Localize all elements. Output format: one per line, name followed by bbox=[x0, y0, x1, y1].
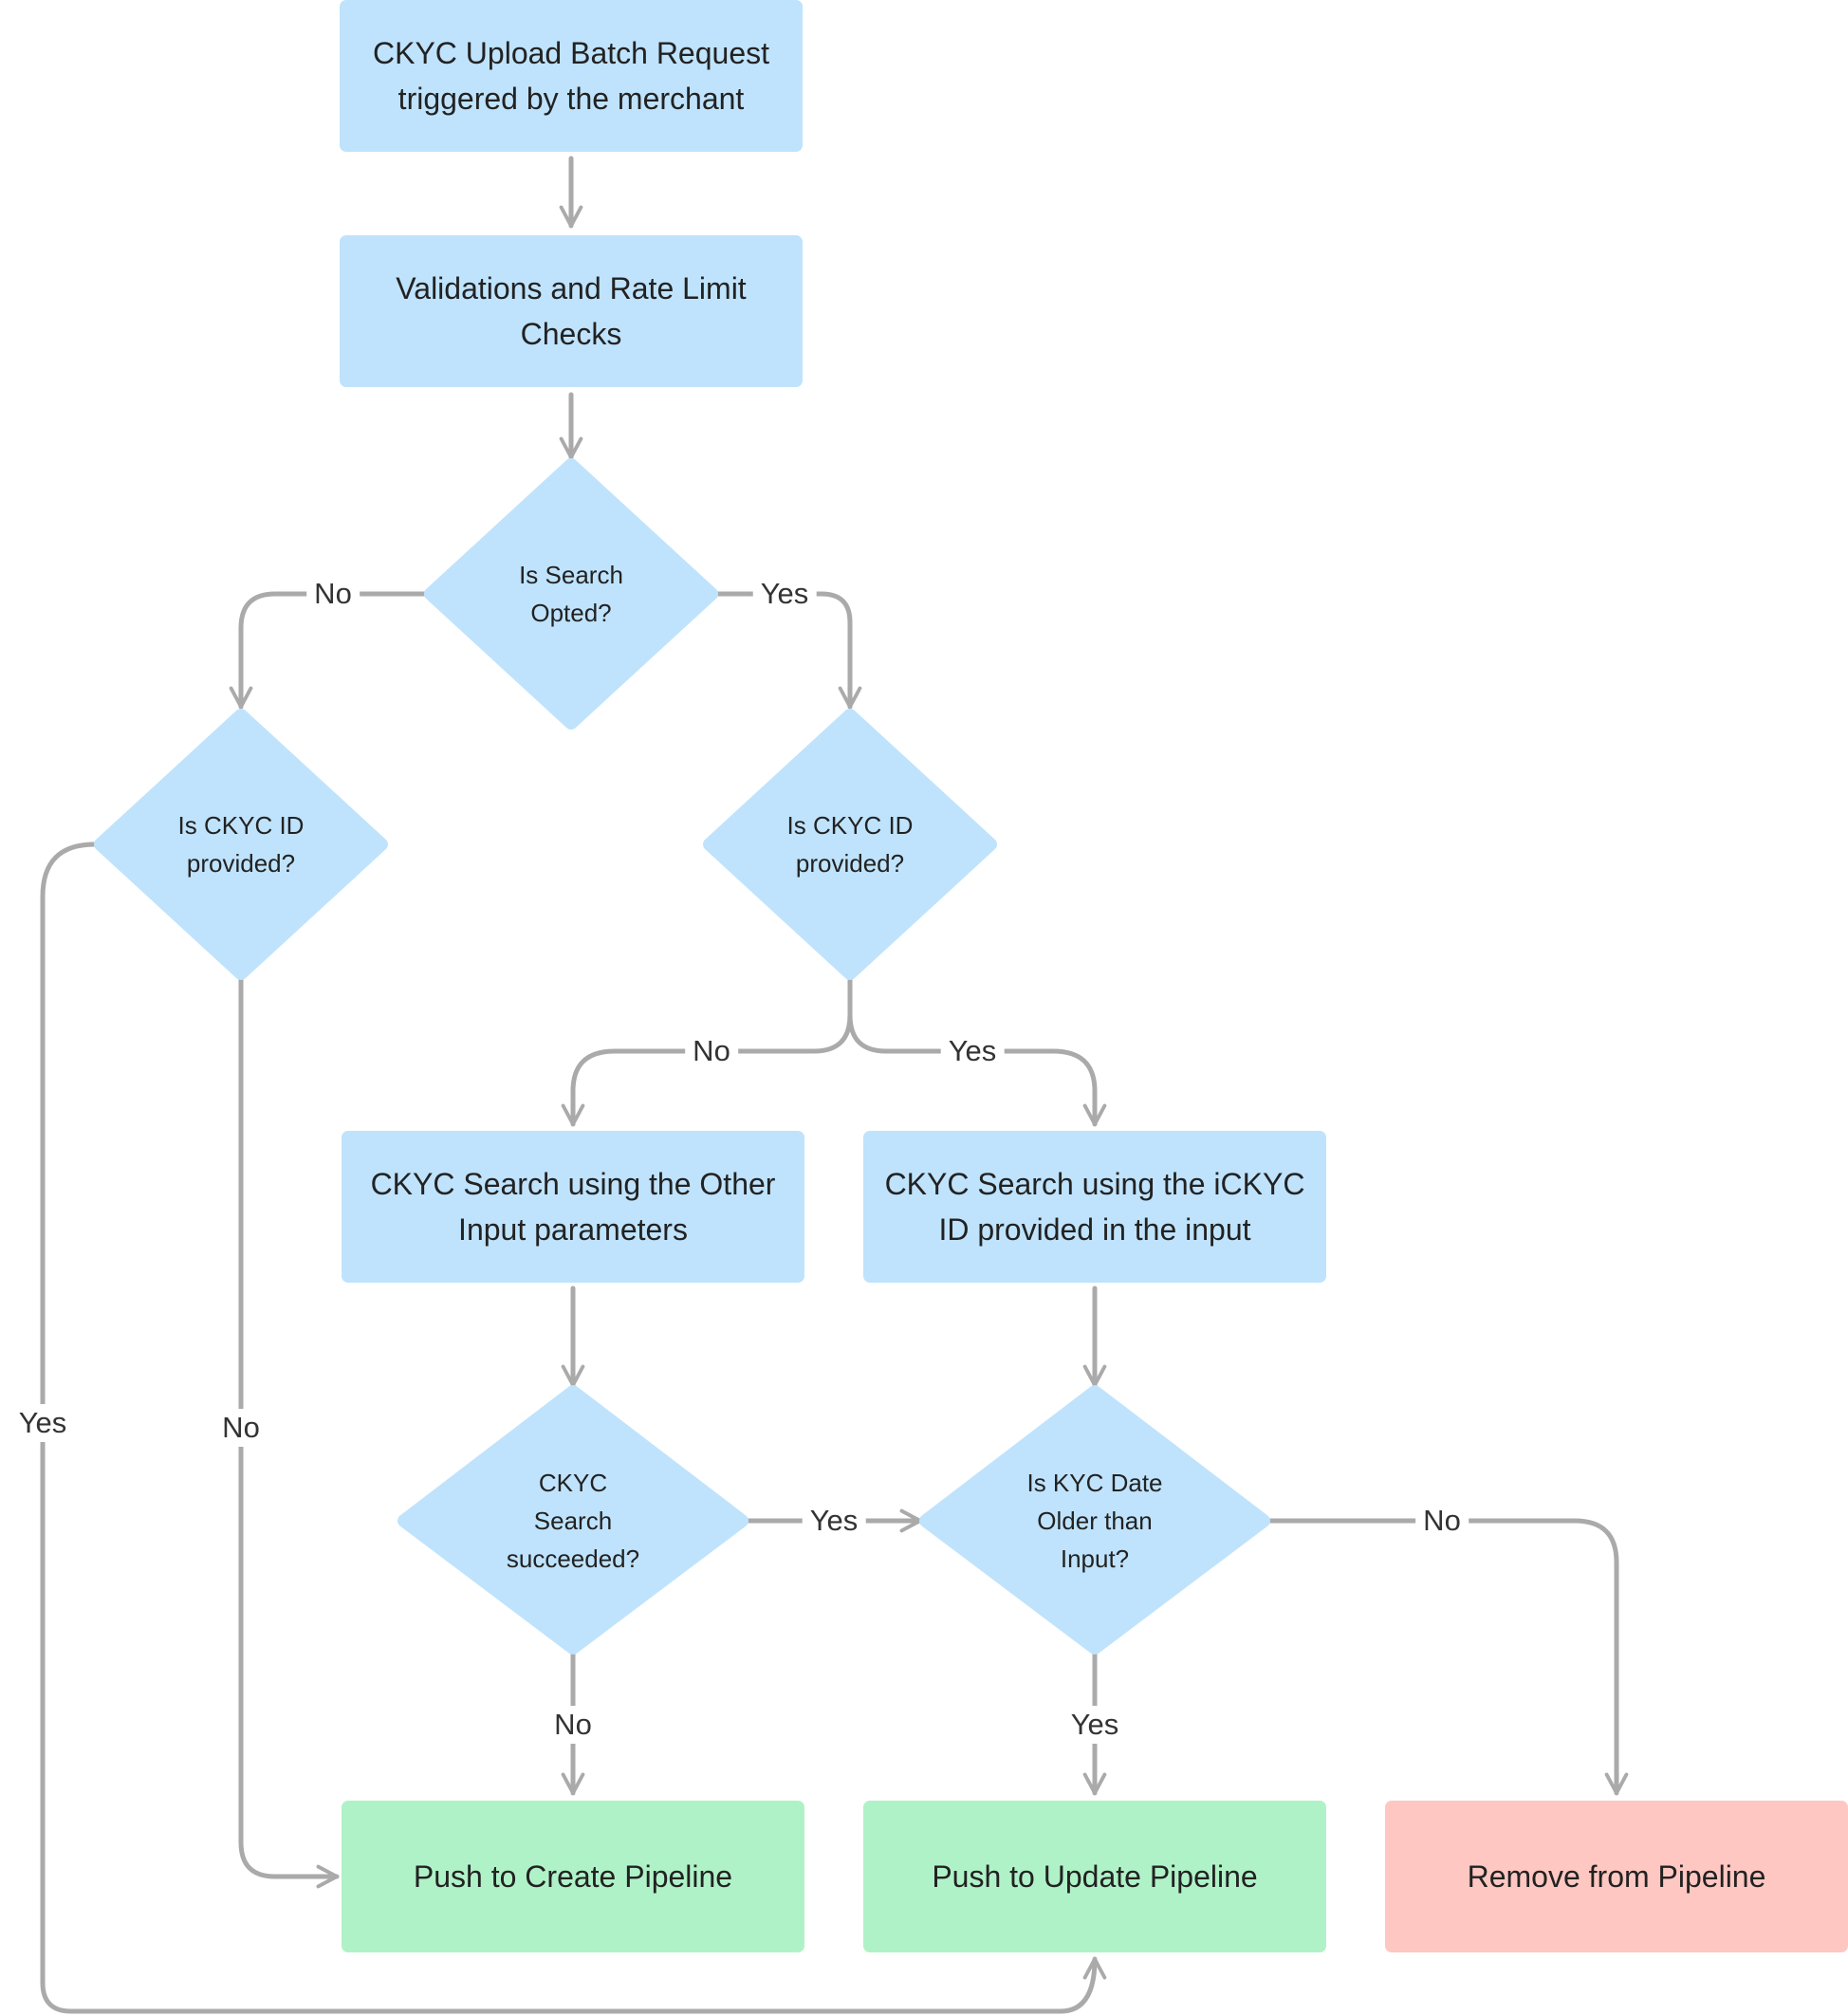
decision-kyc-date-older-label: Is KYC Date Older than Input? bbox=[990, 1464, 1199, 1578]
edge-older-no bbox=[1266, 1518, 1629, 1796]
diamond-search-succeeded bbox=[397, 1385, 748, 1655]
decision-search-succeeded-text: CKYC Search succeeded? bbox=[506, 1469, 640, 1573]
node-search-other-params: CKYC Search using the Other Input parame… bbox=[342, 1131, 804, 1283]
node-remove-label: Remove from Pipeline bbox=[1467, 1859, 1766, 1894]
node-push-create-label: Push to Create Pipeline bbox=[413, 1859, 733, 1894]
decision-kyc-date-older-text: Is KYC Date Older than Input? bbox=[1026, 1469, 1163, 1573]
edge-label-opted-no: No bbox=[306, 575, 360, 613]
edge-label-older-no: No bbox=[1415, 1502, 1469, 1540]
node-remove: Remove from Pipeline bbox=[1385, 1801, 1848, 1952]
diamond-search-opted bbox=[424, 458, 718, 730]
decision-search-opted-label: Is Search Opted? bbox=[476, 537, 666, 651]
decision-ckyc-id-right-label: Is CKYC ID provided? bbox=[746, 787, 954, 901]
diamond-ckyc-id-right bbox=[703, 709, 997, 980]
decision-ckyc-id-left-text: Is CKYC ID provided? bbox=[177, 811, 305, 878]
node-search-ickyc-id: CKYC Search using the iCKYC ID provided … bbox=[863, 1131, 1326, 1283]
edge-opted-yes bbox=[714, 591, 862, 710]
edge-label-older-yes: Yes bbox=[1063, 1706, 1127, 1744]
edge-label-right-id-yes: Yes bbox=[940, 1032, 1005, 1070]
node-search-other-label: CKYC Search using the Other Input parame… bbox=[370, 1167, 776, 1247]
edge-label-succeeded-no: No bbox=[546, 1706, 600, 1744]
decision-shapes bbox=[94, 458, 1270, 1655]
edge-label-opted-yes: Yes bbox=[752, 575, 817, 613]
node-start-label: CKYC Upload Batch Request triggered by t… bbox=[373, 36, 769, 116]
node-validations: Validations and Rate Limit Checks bbox=[340, 235, 803, 387]
node-push-update: Push to Update Pipeline bbox=[863, 1801, 1326, 1952]
edge-label-right-id-no: No bbox=[685, 1032, 738, 1070]
edge-right-id-no bbox=[561, 1012, 853, 1127]
edge-left-id-no bbox=[238, 974, 340, 1889]
edge-label-succeeded-yes: Yes bbox=[802, 1502, 866, 1540]
decision-ckyc-id-right-text: Is CKYC ID provided? bbox=[786, 811, 914, 878]
node-validations-label: Validations and Rate Limit Checks bbox=[396, 271, 747, 351]
decision-ckyc-id-left-label: Is CKYC ID provided? bbox=[137, 787, 345, 901]
decision-search-succeeded-label: CKYC Search succeeded? bbox=[469, 1464, 677, 1578]
node-push-create: Push to Create Pipeline bbox=[342, 1801, 804, 1952]
node-push-update-label: Push to Update Pipeline bbox=[932, 1859, 1258, 1894]
edge-label-left-id-yes: Yes bbox=[10, 1404, 75, 1442]
edge-opted-no bbox=[229, 591, 430, 710]
edge-right-id-yes bbox=[847, 1012, 1107, 1127]
decision-search-opted-text: Is Search Opted? bbox=[519, 561, 623, 627]
node-start-batch-request: CKYC Upload Batch Request triggered by t… bbox=[340, 0, 803, 152]
edge-label-left-id-no: No bbox=[214, 1409, 268, 1447]
diamond-kyc-date-older bbox=[919, 1385, 1270, 1655]
node-search-ickyc-label: CKYC Search using the iCKYC ID provided … bbox=[884, 1167, 1305, 1247]
edge-left-id-yes bbox=[40, 842, 1107, 2014]
diamond-ckyc-id-left bbox=[94, 709, 388, 980]
